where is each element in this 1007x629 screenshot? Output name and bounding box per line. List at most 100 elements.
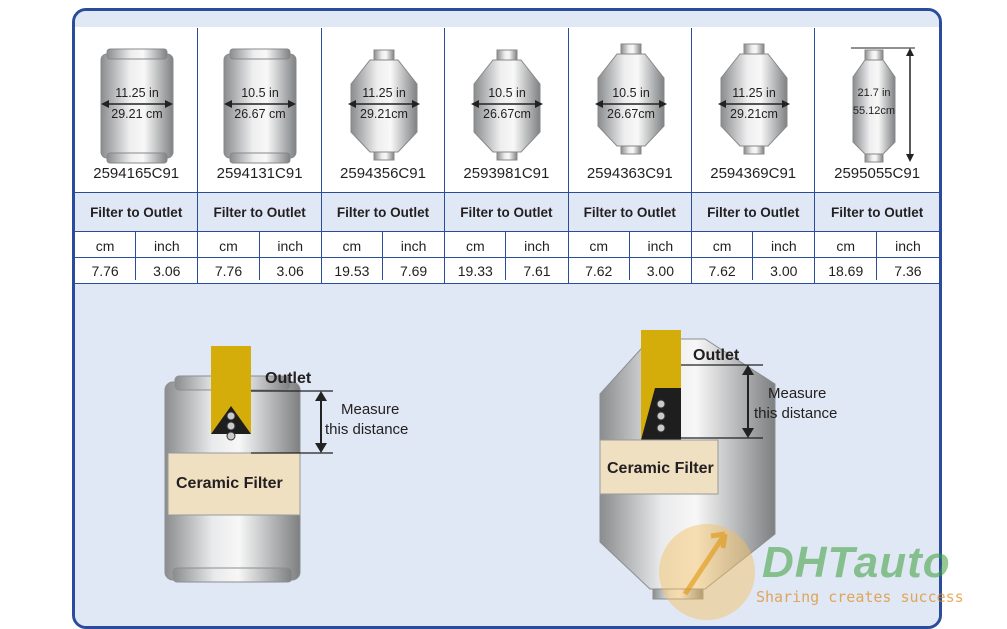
dim-in-6: 11.25 in [732, 86, 776, 100]
unit-inch-2: inch [277, 238, 304, 254]
filter-illustration-1: 11.25 in 29.21 cm [100, 48, 174, 164]
dim-cm-5: 26.67cm [607, 107, 655, 121]
filter-to-outlet-header-3: Filter to Outlet [321, 192, 445, 232]
value-inch-6: 3.00 [770, 263, 798, 279]
filter-to-outlet-header-2: Filter to Outlet [198, 192, 321, 232]
unit-inch-4: inch [524, 238, 550, 254]
cm-cell-7: cm 18.69 [815, 232, 878, 280]
filter-column-7: 21.7 in 55.12cm 2595055C91 Filter to Out… [815, 28, 939, 284]
cm-cell-4: cm 19.33 [445, 232, 507, 280]
value-cm-5: 7.62 [585, 263, 613, 279]
outlet-label-2: Outlet [693, 347, 740, 364]
filter-illustration-6: 11.25 in 29.21cm [718, 43, 790, 155]
part-number-3: 2594356C91 [340, 165, 426, 182]
measure-label-line1: Measure [341, 401, 400, 418]
part-number-2: 2594131C91 [216, 165, 303, 182]
dim-in-4: 10.5 in [488, 86, 526, 100]
unit-inch-6: inch [770, 238, 797, 254]
cm-cell-1: cm 7.76 [75, 232, 137, 280]
part-number-6: 2594369C91 [710, 165, 797, 182]
part-number-4: 2593981C91 [463, 165, 550, 182]
filter-illustration-2: 10.5 in 26.67 cm [223, 48, 297, 164]
unit-inch-5: inch [647, 238, 674, 254]
inch-cell-6: inch 3.00 [753, 232, 814, 280]
value-inch-3: 7.69 [399, 263, 428, 279]
filter-column-2: 10.5 in 26.67 cm 2594131C91 Filter to Ou… [198, 28, 322, 284]
filter-column-5: 10.5 in 26.67cm 2594363C91 Filter to Out… [568, 28, 692, 284]
filter-column-4: 10.5 in 26.67cm 2593981C91 Filter to Out… [445, 28, 569, 284]
header-band [75, 11, 939, 27]
dim-cm-1: 29.21 cm [111, 107, 162, 121]
inch-cell-7: inch 7.36 [877, 232, 939, 280]
watermark-tagline: Sharing creates success [756, 588, 964, 606]
filter-illustration-4: 10.5 in 26.67cm [471, 49, 544, 161]
unit-cm-4: cm [465, 238, 485, 254]
cm-cell-5: cm 7.62 [569, 232, 630, 280]
filter-to-outlet-header-6: Filter to Outlet [692, 192, 815, 232]
part-number-5: 2594363C91 [586, 165, 673, 182]
unit-value-divider-5 [568, 257, 691, 258]
dim-cm-6: 29.21cm [730, 107, 778, 121]
value-cm-6: 7.62 [708, 263, 736, 279]
ceramic-filter-label: Ceramic Filter [176, 475, 283, 492]
value-cm-3: 19.53 [334, 263, 370, 279]
filter-spec-panel: 11.25 in 29.21 cm 2594165C91 Filter to O… [72, 8, 942, 629]
filter-illustration-5: 10.5 in 26.67cm [594, 43, 667, 155]
measure-label-2-line1: Measure [768, 385, 827, 402]
measure-label-line2: this distance [325, 421, 409, 438]
inch-cell-5: inch 3.00 [630, 232, 691, 280]
part-number-1: 2594165C91 [93, 165, 180, 182]
value-inch-1: 3.06 [153, 263, 181, 279]
dim-cm-2: 26.67 cm [235, 107, 286, 121]
unit-cm-5: cm [589, 238, 609, 254]
dim-in-3: 11.25 in [362, 86, 406, 100]
value-cm-4: 19.33 [457, 263, 493, 279]
inch-cell-4: inch 7.61 [506, 232, 567, 280]
unit-cm-7: cm [836, 238, 856, 254]
inch-cell-1: inch 3.06 [136, 232, 197, 280]
unit-value-divider-3 [321, 257, 445, 258]
filter-to-outlet-header-7: Filter to Outlet [815, 192, 939, 232]
value-inch-5: 3.00 [646, 263, 674, 279]
dim-in-2: 10.5 in [242, 86, 280, 100]
unit-value-divider-4 [445, 257, 568, 258]
value-cm-2: 7.76 [214, 263, 243, 279]
dim-cm-4: 26.67cm [483, 107, 531, 121]
unit-inch-7: inch [895, 238, 921, 254]
ceramic-filter-label-2: Ceramic Filter [607, 460, 714, 477]
cylinder-diagram [164, 346, 333, 583]
value-cm-7: 18.69 [828, 263, 864, 279]
unit-value-divider-2 [198, 257, 321, 258]
filter-to-outlet-header-4: Filter to Outlet [445, 192, 568, 232]
part-number-7: 2595055C91 [834, 165, 921, 182]
value-inch-2: 3.06 [276, 263, 304, 279]
dim-cm-3: 29.21cm [360, 107, 408, 121]
measure-label-2-line2: this distance [754, 405, 838, 422]
unit-cm-1: cm [95, 238, 115, 254]
unit-value-divider-1 [75, 257, 198, 258]
measurement-diagrams [164, 330, 776, 620]
watermark-brand: DHTauto [762, 538, 951, 587]
dim-cm-7: 55.12cm [853, 105, 895, 117]
unit-value-divider-7 [815, 257, 939, 258]
filter-to-outlet-header-5: Filter to Outlet [568, 192, 691, 232]
value-inch-7: 7.36 [894, 263, 922, 279]
unit-inch-1: inch [153, 238, 180, 254]
dim-in-5: 10.5 in [612, 86, 650, 100]
value-cm-1: 7.76 [91, 263, 119, 279]
cone-diagram [599, 330, 776, 600]
unit-cm-6: cm [712, 238, 732, 254]
filter-illustration-7: 21.7 in 55.12cm [851, 47, 916, 163]
filter-column-1: 11.25 in 29.21 cm 2594165C91 Filter to O… [75, 28, 199, 284]
unit-value-divider-6 [692, 257, 815, 258]
cm-cell-3: cm 19.53 [322, 232, 383, 280]
unit-cm-3: cm [342, 238, 362, 254]
dim-in-1: 11.25 in [115, 86, 159, 100]
cm-cell-2: cm 7.76 [198, 232, 260, 280]
inch-cell-2: inch 3.06 [260, 232, 321, 280]
unit-inch-3: inch [400, 238, 427, 254]
filter-column-3: 11.25 in 29.21cm 2594356C91 Filter to Ou… [321, 28, 446, 284]
ceramic-filter-block [167, 452, 301, 516]
inch-cell-3: inch 7.69 [383, 232, 444, 280]
cm-cell-6: cm 7.62 [692, 232, 754, 280]
